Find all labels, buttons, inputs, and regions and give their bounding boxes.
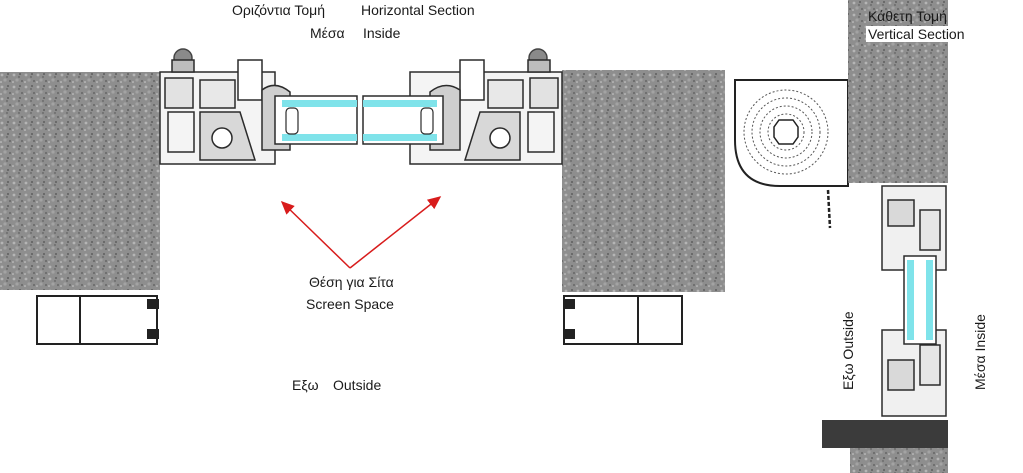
left-spacer <box>285 107 299 135</box>
right-glass-inner-b <box>363 134 437 141</box>
screen-space-english: Screen Space <box>306 296 394 312</box>
right-wall <box>562 70 725 292</box>
horizontal-title-greek: Οριζόντια Τομή <box>232 2 326 18</box>
left-wall <box>0 72 160 290</box>
left-glass-inner-b <box>282 134 357 141</box>
right-glass-inner <box>363 100 437 107</box>
vertical-glass-b <box>926 260 933 340</box>
left-outside-profile <box>36 295 159 345</box>
horizontal-inside-english: Inside <box>363 25 401 41</box>
vertical-sill <box>822 420 948 448</box>
vertical-lower-wall <box>850 448 948 473</box>
left-frame-profile <box>159 48 291 165</box>
horizontal-outside-greek: Εξω <box>292 377 319 393</box>
vertical-outside-label: Εξω Outside <box>840 311 856 390</box>
vertical-title-greek: Κάθετη Τομή <box>868 8 947 24</box>
vertical-glass-a <box>907 260 914 340</box>
screen-arrow-right <box>349 196 442 269</box>
right-spacer <box>420 107 434 135</box>
screen-space-greek: Θέση για Σίτα <box>309 274 394 290</box>
horizontal-outside-english: Outside <box>333 377 382 393</box>
horizontal-inside-greek: Μέσα <box>310 25 345 41</box>
right-outside-profile <box>563 295 683 345</box>
screen-arrow-left <box>280 200 351 269</box>
left-glass-inner <box>282 100 357 107</box>
vertical-upper-wall-ext <box>948 56 1023 183</box>
vertical-title-english: Vertical Section <box>866 26 967 42</box>
vertical-inside-label: Μέσα Inside <box>972 314 988 390</box>
horizontal-title-english: Horizontal Section <box>361 2 475 18</box>
roller-shutter-box <box>734 79 849 229</box>
